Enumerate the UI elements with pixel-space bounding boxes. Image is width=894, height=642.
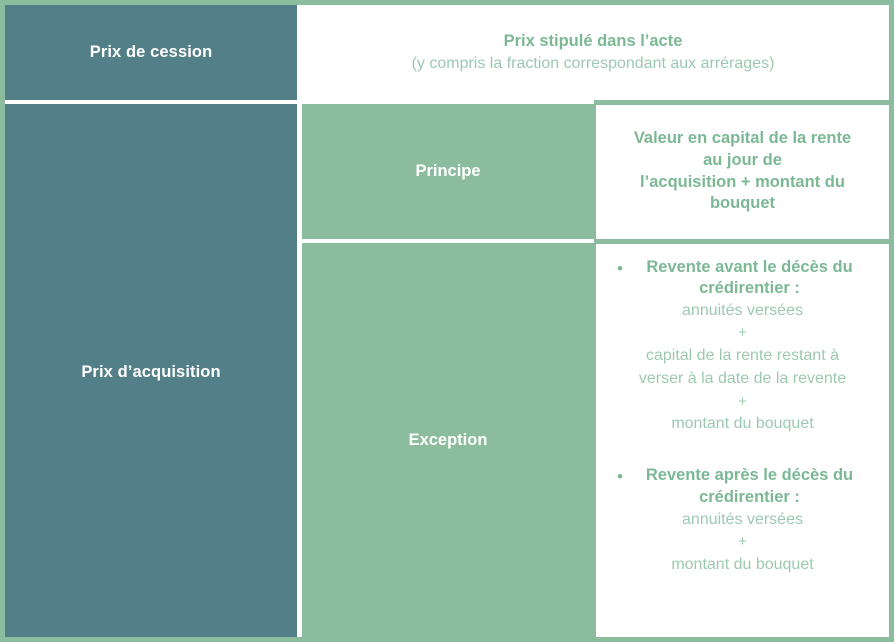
- prix-stipule-note: (y compris la fraction correspondant aux…: [411, 54, 775, 72]
- bullet-heading-line-1: Revente avant le décès du: [646, 258, 853, 276]
- bullet-heading-line-2: crédirentier :: [699, 487, 800, 506]
- row-separator-top: [594, 100, 889, 105]
- row-label-prix-de-cession: Prix de cession: [5, 5, 297, 100]
- cell-exception-value: • Revente avant le décès du crédirentier…: [594, 243, 889, 637]
- bullet-detail-line: montant du bouquet: [671, 555, 814, 573]
- bullet-heading-text: Revente avant le décès du crédirentier :: [630, 257, 875, 299]
- subrow-label-principe: Principe: [302, 104, 594, 239]
- exception-bullet-group: • Revente après le décès du crédirentier…: [610, 465, 875, 575]
- bullet-point-icon: •: [617, 467, 623, 487]
- green-row-gap: [302, 239, 594, 243]
- cell-principe-value: Valeur en capital de la rente au jour de…: [594, 104, 889, 239]
- teal-row-gap: [5, 100, 297, 104]
- bullet-point-icon: •: [617, 259, 623, 278]
- row-separator-middle: [594, 239, 889, 244]
- bullet-heading-text: Revente après le décès du crédirentier :: [630, 465, 875, 507]
- bullet-plus-sign: +: [738, 324, 747, 342]
- bullet-heading-line-1: Revente après le décès du: [645, 466, 854, 485]
- prix-de-cession-label: Prix de cession: [89, 43, 213, 61]
- row-label-prix-dacquisition: Prix d’acquisition: [5, 104, 297, 637]
- cell-prix-stipule: Prix stipulé dans l’acte (y compris la f…: [297, 5, 889, 100]
- bullet-heading-line-2: crédirentier :: [699, 279, 800, 298]
- principe-value-line-1: Valeur en capital de la rente: [633, 128, 852, 147]
- bullet-detail-line: capital de la rente restant à: [645, 347, 839, 365]
- principe-value-line-3: l’acquisition + montant du: [640, 172, 845, 191]
- column-gap-vertical: [297, 5, 302, 637]
- subrow-label-exception: Exception: [302, 243, 594, 637]
- bullet-detail-line: annuités versées: [682, 302, 803, 320]
- bullet-heading: • Revente avant le décès du crédirentier…: [610, 257, 875, 299]
- bullet-plus-sign: +: [738, 392, 747, 410]
- bullet-detail-line: montant du bouquet: [671, 415, 814, 433]
- principe-value-line-2: au jour de: [703, 150, 782, 169]
- bullet-detail-line: verser à la date de la revente: [638, 370, 847, 388]
- principe-label: Principe: [415, 162, 481, 180]
- prix-dacquisition-label: Prix d’acquisition: [81, 363, 221, 381]
- bullet-heading: • Revente après le décès du crédirentier…: [610, 465, 875, 507]
- exception-label: Exception: [408, 430, 488, 449]
- bullet-detail-line: annuités versées: [682, 510, 803, 528]
- principe-value-line-4: bouquet: [709, 194, 776, 213]
- bullet-plus-sign: +: [738, 532, 747, 550]
- prix-stipule-title: Prix stipulé dans l’acte: [503, 31, 683, 50]
- exception-bullet-group: • Revente avant le décès du crédirentier…: [610, 257, 875, 435]
